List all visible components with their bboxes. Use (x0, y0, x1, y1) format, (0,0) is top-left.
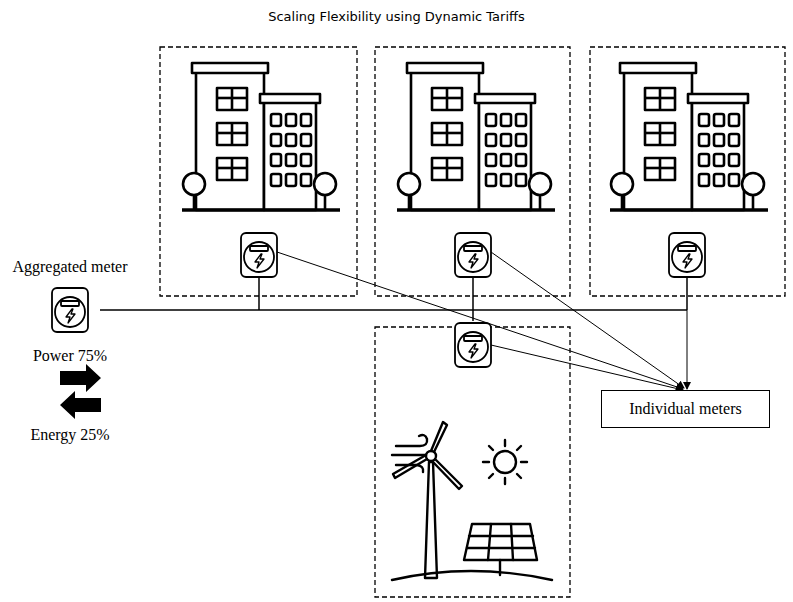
meter-label: Energy 25% (0, 426, 140, 444)
box-label: Individual meters (629, 400, 741, 418)
meter-label: Power 75% (0, 347, 140, 365)
meter-label: Aggregated meter (0, 258, 140, 276)
diagram-title: Scaling Flexibility using Dynamic Tariff… (0, 9, 793, 24)
meter-box: Individual meters (601, 390, 770, 428)
